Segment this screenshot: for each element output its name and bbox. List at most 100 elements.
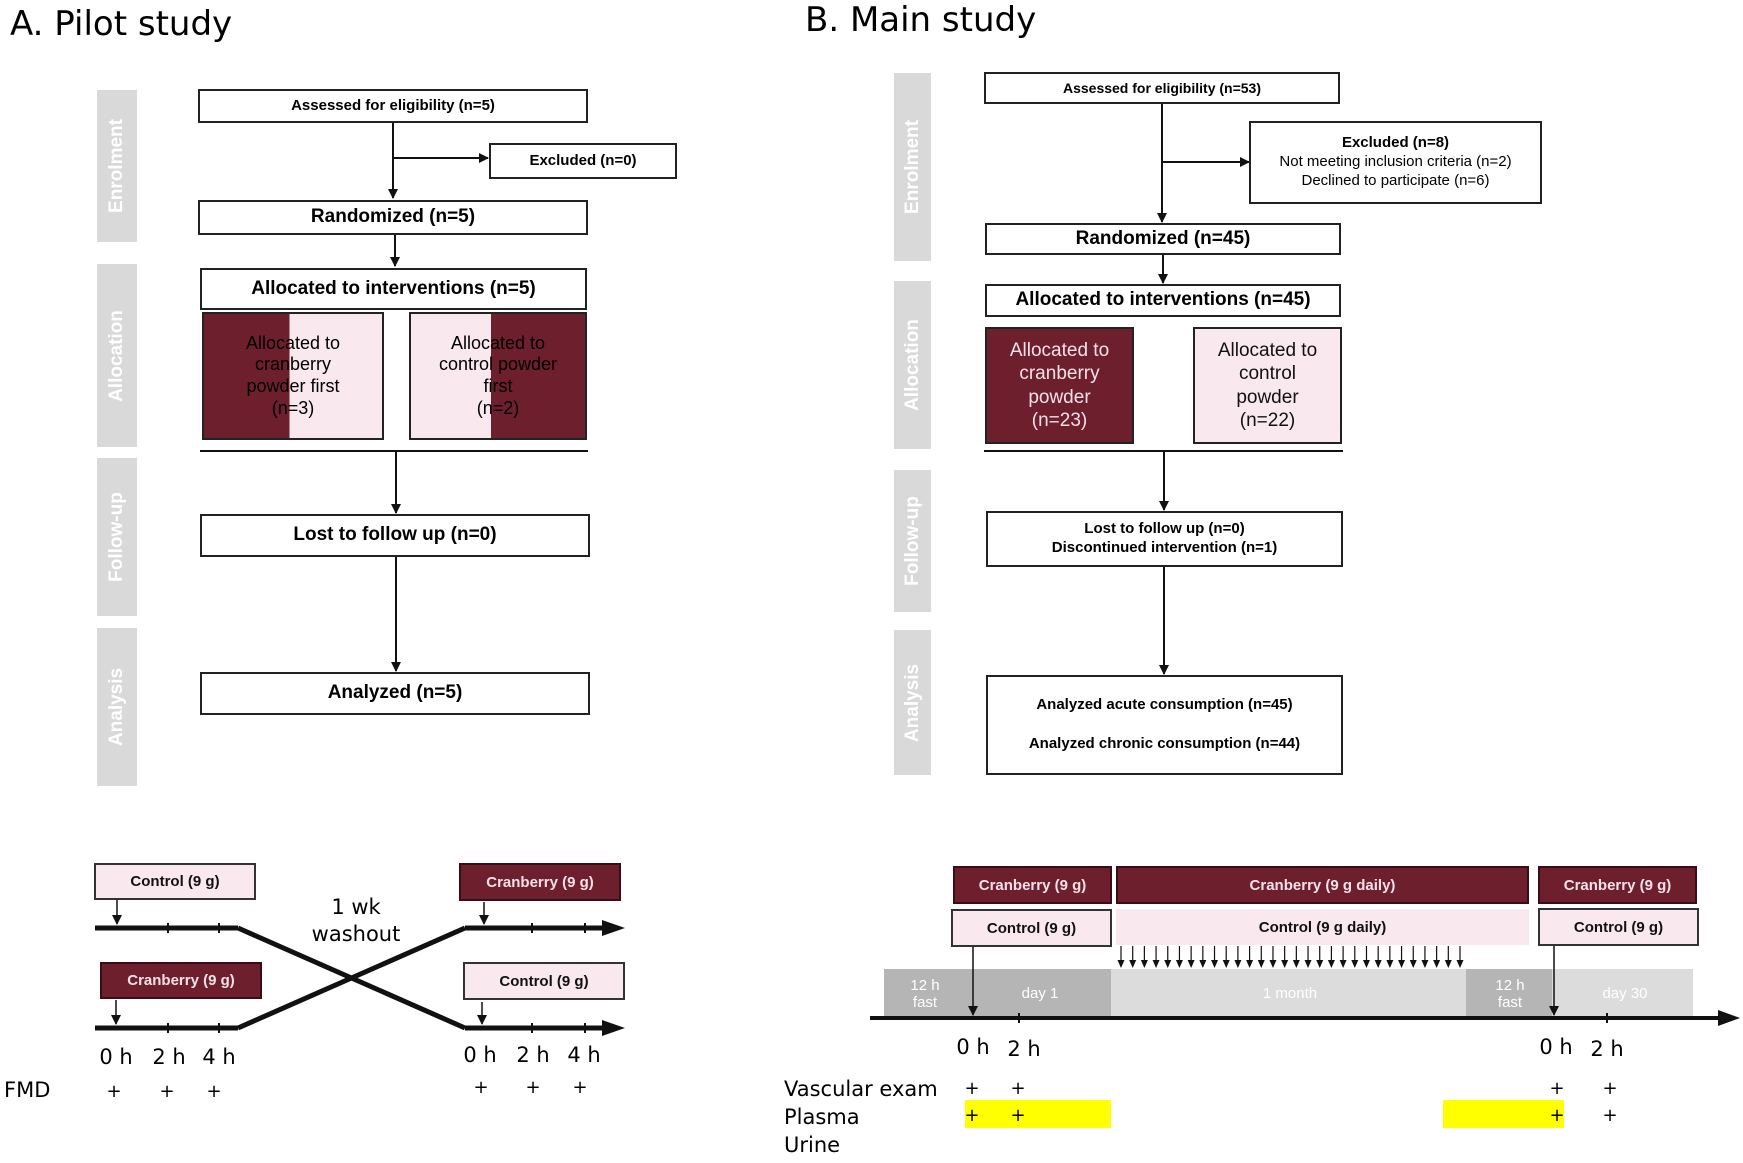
pilot-heading: A. Pilot study — [10, 4, 233, 44]
main-tag-cranberry-day30: Cranberry (9 g) — [1538, 866, 1697, 904]
main-row-urine: Urine — [784, 1133, 841, 1157]
daily-dose-arrowhead — [1409, 960, 1417, 968]
pilot-stage-enrolment: Enrolment — [97, 90, 137, 242]
main-analyzed-box: Analyzed acute consumption (n=45) Analyz… — [986, 675, 1343, 775]
urine-bar-day30 — [1443, 1100, 1564, 1128]
daily-dose-arrowhead — [1269, 960, 1277, 968]
daily-dose-arrowhead — [1304, 960, 1312, 968]
daily-dose-arrowhead — [1398, 960, 1406, 968]
main-heading: B. Main study — [805, 0, 1037, 40]
pilot-lost-box: Lost to follow up (n=0) — [200, 514, 590, 557]
pilot-arm-cranberry-first: Allocated to cranberry powder first (n=3… — [202, 312, 384, 440]
main-vascular-mark: + — [1602, 1078, 1618, 1099]
main-excluded-box: Excluded (n=8) Not meeting inclusion cri… — [1249, 121, 1542, 204]
daily-dose-arrowhead — [1117, 960, 1125, 968]
main-assessed-box: Assessed for eligibility (n=53) — [984, 72, 1340, 104]
main-arm-cranberry: Allocated to cranberry powder (n=23) — [985, 327, 1134, 444]
pilot-washout-line-1: 1 wk — [331, 895, 381, 919]
main-plasma-mark: + — [1549, 1105, 1565, 1126]
pilot-stage-allocation: Allocation — [97, 264, 137, 447]
main-day30-label: day 30 — [1602, 985, 1648, 1002]
daily-dose-arrowhead — [1164, 960, 1172, 968]
pilot-excluded-box: Excluded (n=0) — [489, 143, 677, 179]
pilot-time-2h-left: 2 h — [152, 1045, 186, 1069]
daily-dose-arrowhead — [1187, 960, 1195, 968]
main-time-2h-day30: 2 h — [1590, 1037, 1624, 1061]
pilot-time-0h-right: 0 h — [463, 1043, 497, 1067]
daily-dose-arrowhead — [1281, 960, 1289, 968]
main-stage-allocation: Allocation — [894, 281, 931, 449]
main-plasma-mark: + — [964, 1105, 980, 1126]
pilot-allocated-box: Allocated to interventions (n=5) — [200, 268, 587, 310]
daily-dose-arrowhead — [1351, 960, 1359, 968]
daily-dose-arrowhead — [1362, 960, 1370, 968]
main-day1-label: day 1 — [1021, 985, 1059, 1002]
main-time-0h-day1: 0 h — [956, 1035, 990, 1059]
daily-dose-arrowhead — [1246, 960, 1254, 968]
daily-dose-arrowhead — [1234, 960, 1242, 968]
main-month-label: 1 month — [1262, 985, 1318, 1002]
pilot-stage-follow-up: Follow-up — [97, 458, 137, 616]
daily-dose-arrowhead — [1199, 960, 1207, 968]
daily-dose-arrowhead — [1421, 960, 1429, 968]
pilot-stage-analysis: Analysis — [97, 628, 137, 786]
main-stage-follow-up: Follow-up — [894, 470, 931, 612]
main-vascular-mark: + — [964, 1078, 980, 1099]
pilot-fmd-label: FMD — [4, 1078, 51, 1102]
pilot-washout-line-2: washout — [311, 922, 401, 946]
daily-dose-arrowhead — [1175, 960, 1183, 968]
main-tag-control-day1: Control (9 g) — [951, 909, 1112, 947]
daily-dose-arrowhead — [1257, 960, 1265, 968]
pilot-analyzed-box: Analyzed (n=5) — [200, 672, 590, 715]
daily-dose-arrowhead — [1140, 960, 1148, 968]
main-stage-analysis: Analysis — [894, 630, 931, 775]
main-lost-line-1: Lost to follow up (n=0) — [1084, 520, 1245, 538]
pilot-time-4h-left: 4 h — [202, 1045, 236, 1069]
pilot-fmd-mark: + — [525, 1077, 541, 1098]
daily-dose-arrowhead — [1152, 960, 1160, 968]
pilot-fmd-mark: + — [159, 1081, 175, 1102]
daily-dose-arrowhead — [1327, 960, 1335, 968]
main-row-plasma: Plasma — [784, 1105, 860, 1129]
main-analyzed-line-2: Analyzed chronic consumption (n=44) — [1028, 735, 1301, 752]
daily-dose-arrowhead — [1292, 960, 1300, 968]
daily-dose-arrowhead — [1386, 960, 1394, 968]
pilot-tag-cranberry-period1: Cranberry (9 g) — [100, 962, 262, 999]
main-plasma-mark: + — [1010, 1105, 1026, 1126]
main-stage-enrolment: Enrolment — [894, 73, 931, 261]
pilot-arm-control-first: Allocated to control powder first (n=2) — [409, 312, 587, 440]
daily-dose-arrowhead — [1433, 960, 1441, 968]
main-row-vascular-exam: Vascular exam — [784, 1077, 938, 1101]
main-tag-cranberry-day1: Cranberry (9 g) — [953, 866, 1112, 904]
daily-dose-arrowhead — [1339, 960, 1347, 968]
main-tag-control-day30: Control (9 g) — [1538, 908, 1699, 946]
main-time-0h-day30: 0 h — [1539, 1035, 1573, 1059]
main-plasma-mark: + — [1602, 1105, 1618, 1126]
main-excluded-title: Excluded (n=8) — [1341, 134, 1450, 152]
daily-dose-arrowhead — [1222, 960, 1230, 968]
main-arm-control: Allocated to control powder (n=22) — [1193, 327, 1342, 444]
daily-dose-arrowhead — [1211, 960, 1219, 968]
main-excluded-reason-1: Not meeting inclusion criteria (n=2) — [1279, 153, 1512, 171]
main-tag-cranberry-daily: Cranberry (9 g daily) — [1116, 866, 1529, 904]
main-lost-line-2: Discontinued intervention (n=1) — [1051, 539, 1278, 556]
pilot-time-0h-left: 0 h — [99, 1045, 133, 1069]
pilot-time-2h-right: 2 h — [516, 1043, 550, 1067]
pilot-fmd-mark: + — [106, 1081, 122, 1102]
daily-dose-arrowhead — [1456, 960, 1464, 968]
main-tag-control-daily: Control (9 g daily) — [1116, 909, 1529, 945]
main-vascular-mark: + — [1549, 1078, 1565, 1099]
main-allocated-box: Allocated to interventions (n=45) — [985, 284, 1341, 317]
daily-dose-arrowhead — [1316, 960, 1324, 968]
pilot-fmd-mark: + — [206, 1081, 222, 1102]
main-vascular-mark: + — [1010, 1078, 1026, 1099]
main-analyzed-line-1: Analyzed acute consumption (n=45) — [1036, 696, 1293, 714]
urine-bar-day1 — [965, 1100, 1111, 1128]
main-time-2h-day1: 2 h — [1007, 1037, 1041, 1061]
pilot-fmd-mark: + — [473, 1077, 489, 1098]
pilot-time-4h-right: 4 h — [567, 1043, 601, 1067]
pilot-randomized-box: Randomized (n=5) — [198, 200, 588, 235]
